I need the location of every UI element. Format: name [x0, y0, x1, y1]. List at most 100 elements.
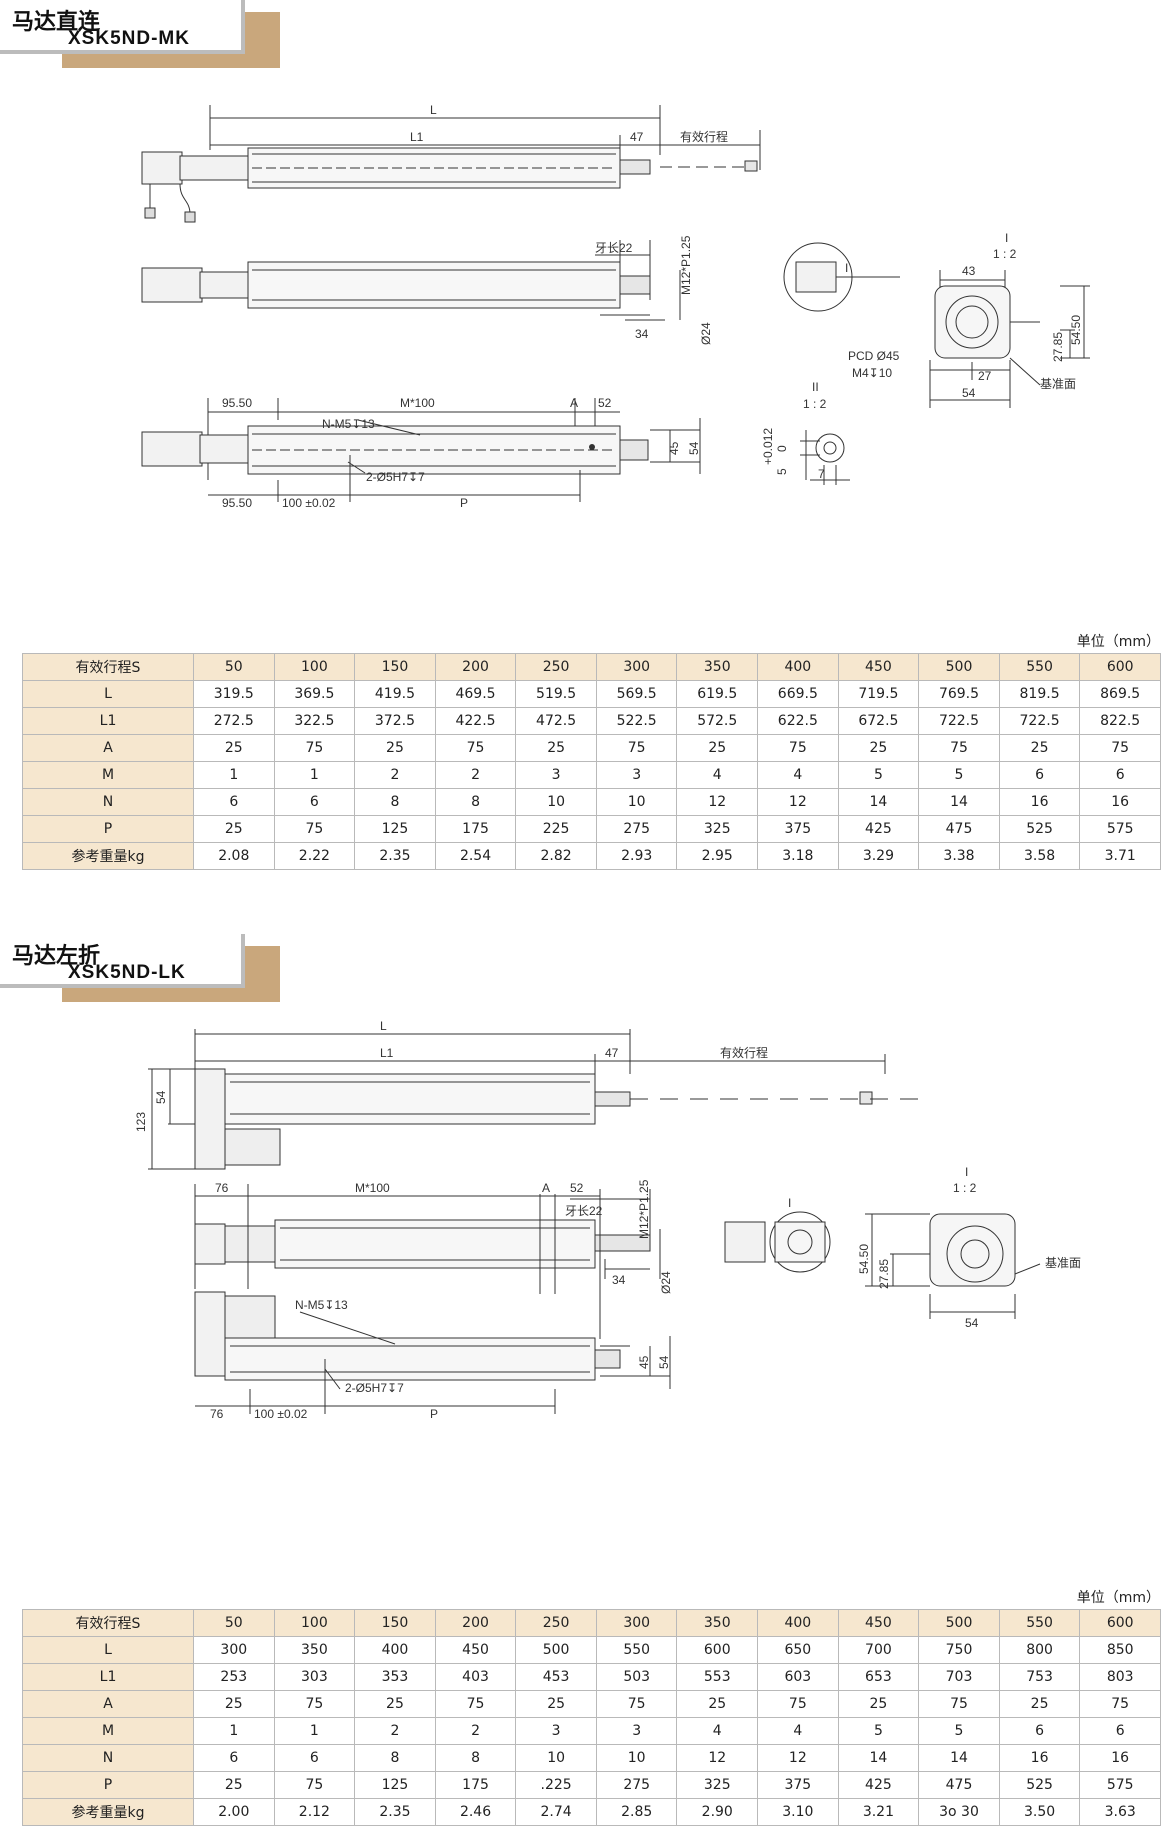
table-cell: 25 — [676, 734, 759, 762]
table-cell: 572.5 — [676, 707, 759, 735]
table-cell: 669.5 — [757, 680, 839, 708]
dim-52: 52 — [598, 396, 612, 410]
header-cell: 600 — [1079, 1609, 1161, 1637]
table-cell: 722.5 — [998, 707, 1081, 735]
table-cell: 75 — [757, 734, 839, 762]
header-box — [0, 0, 245, 54]
table-cell: 275 — [595, 1771, 678, 1799]
table-cell: 703 — [918, 1663, 1000, 1691]
table-cell: 750 — [918, 1636, 1000, 1664]
table-cell: 75 — [273, 1771, 356, 1799]
dim-95-50-bottom: 95.50 — [222, 496, 252, 510]
header-cell: 600 — [1079, 653, 1161, 681]
dim-47: 47 — [630, 130, 644, 144]
table-cell: 12 — [676, 788, 759, 816]
view1-title: I — [1005, 231, 1008, 245]
table-cell: 769.5 — [918, 680, 1000, 708]
unit-label: 单位（mm） — [1076, 634, 1160, 650]
dim-A: A — [542, 1181, 550, 1195]
table-cell: 450 — [434, 1636, 517, 1664]
pcd-spec: PCD Ø45 — [848, 349, 900, 363]
table-cell: 472.5 — [515, 707, 597, 735]
row-header-cell: P — [22, 1771, 194, 1799]
dim-100: 100 ±0.02 — [254, 1407, 308, 1421]
dim-54-50: 54.50 — [857, 1244, 871, 1274]
table-cell: 14 — [837, 788, 920, 816]
dim-27-85: 27.85 — [877, 1259, 891, 1289]
table-cell: 225 — [515, 815, 597, 843]
table-cell: 653 — [837, 1663, 920, 1691]
header-cell: 50 — [193, 1609, 275, 1637]
row-header-cell: 有效行程S — [22, 653, 194, 681]
table-cell: 8 — [354, 1744, 436, 1772]
table-cell: 353 — [354, 1663, 436, 1691]
table-cell: 4 — [676, 1717, 759, 1745]
row-header-cell: P — [22, 815, 194, 843]
table-cell: 275 — [595, 815, 678, 843]
row-header-cell: L1 — [22, 1663, 194, 1691]
table-cell: 2.90 — [676, 1798, 759, 1826]
table-cell: 75 — [918, 734, 1000, 762]
table-cell: 2.22 — [273, 842, 356, 870]
reference-face: 基准面 — [1040, 377, 1076, 391]
table-cell: 575 — [1079, 815, 1161, 843]
thread-length: 牙长22 — [565, 1204, 603, 1218]
table-cell: 6 — [193, 1744, 275, 1772]
table-cell: 503 — [595, 1663, 678, 1691]
thread-length: 牙长22 — [595, 241, 633, 255]
tap-spec: N-M5↧13 — [322, 417, 375, 431]
header-cell: 250 — [515, 1609, 597, 1637]
table-cell: 6 — [1079, 761, 1161, 789]
table-cell: 2.54 — [434, 842, 517, 870]
table-cell: 75 — [273, 1690, 356, 1718]
dim-76-top: 76 — [215, 1181, 229, 1195]
table-cell: 25 — [998, 734, 1081, 762]
m4-spec: M4↧10 — [852, 366, 892, 380]
table-cell: 422.5 — [434, 707, 517, 735]
table-cell: 25 — [193, 734, 275, 762]
table-cell: 25 — [354, 1690, 436, 1718]
table-cell: 3 — [595, 761, 678, 789]
table-cell: 3.63 — [1079, 1798, 1161, 1826]
table-cell: 8 — [434, 1744, 517, 1772]
table-cell: 8 — [434, 788, 517, 816]
table-cell: 2 — [354, 1717, 436, 1745]
dim-P: P — [460, 496, 468, 510]
dim-54-view: 54 — [962, 386, 976, 400]
table-cell: 619.5 — [676, 680, 759, 708]
table-cell: 600 — [676, 1636, 759, 1664]
detail-mark-I: I — [845, 261, 848, 275]
header-cell: 250 — [515, 653, 597, 681]
dim-54-50: 54.50 — [1069, 315, 1083, 345]
table-cell: 3.38 — [918, 842, 1000, 870]
table-cell: 6 — [998, 1717, 1081, 1745]
dim-A: A — [570, 396, 578, 410]
table-cell: 25 — [837, 734, 920, 762]
table-cell: 175 — [434, 1771, 517, 1799]
table-cell: 372.5 — [354, 707, 436, 735]
table-cell: 272.5 — [193, 707, 275, 735]
header-cell: 200 — [434, 1609, 517, 1637]
thread-spec: M12*P1.25 — [637, 1179, 651, 1239]
dim-L: L — [380, 1019, 387, 1033]
dim-phi24: Ø24 — [699, 322, 713, 345]
table-cell: 525 — [998, 815, 1081, 843]
tolerance-lower: 0 — [775, 445, 789, 452]
dim-76-bottom: 76 — [210, 1407, 224, 1421]
table-cell: 25 — [354, 734, 436, 762]
view2-scale: 1 : 2 — [803, 397, 827, 411]
table-cell: 16 — [1079, 788, 1161, 816]
header-cell: 150 — [354, 1609, 436, 1637]
table-cell: 2.35 — [354, 842, 436, 870]
table-cell: 4 — [676, 761, 759, 789]
table-cell: 75 — [595, 734, 678, 762]
table-cell: 2.85 — [595, 1798, 678, 1826]
table-cell: 325 — [676, 815, 759, 843]
table-cell: 525 — [998, 1771, 1081, 1799]
section-header: 马达直连 XSK5ND-MK — [0, 0, 280, 70]
